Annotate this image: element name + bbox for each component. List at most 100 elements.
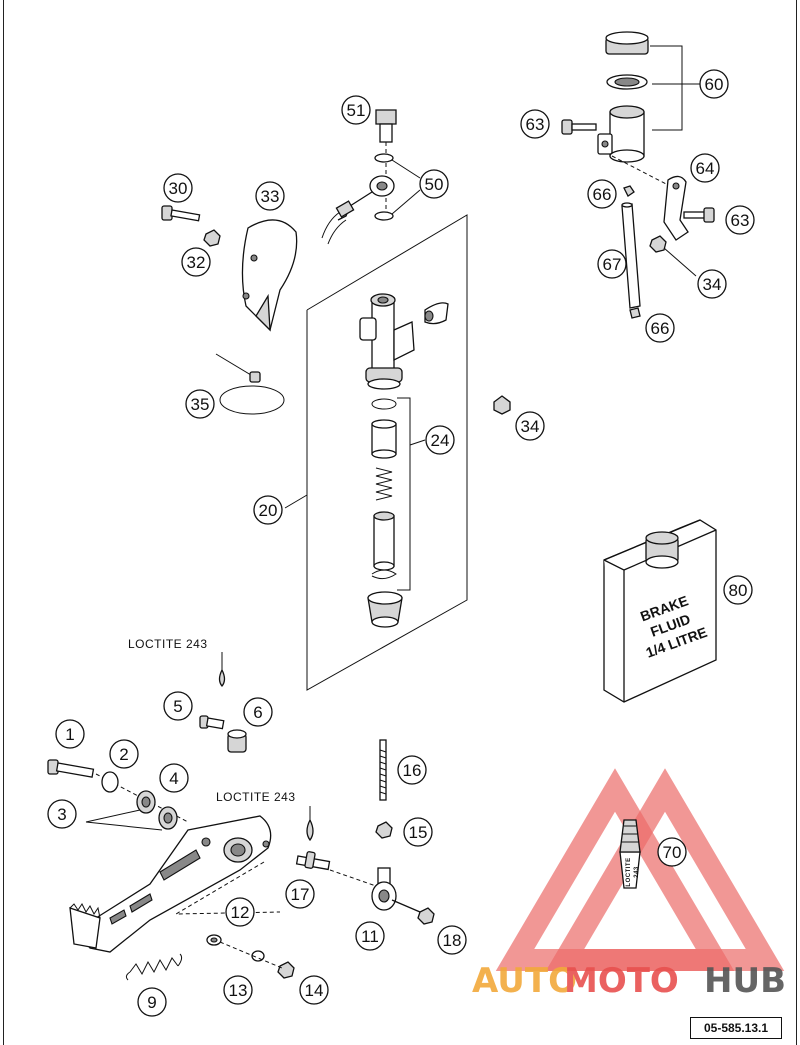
callout-11-label: 11 <box>361 927 379 946</box>
watermark-text-moto: MOTO <box>564 961 679 1001</box>
watermark-triangle-right <box>545 768 785 971</box>
callout-18[interactable]: 18 <box>437 925 467 955</box>
callout-18-label: 18 <box>443 931 462 950</box>
callout-35[interactable]: 35 <box>185 389 215 419</box>
callout-64[interactable]: 64 <box>690 153 720 183</box>
frame-right-border <box>796 0 797 1045</box>
callout-5[interactable]: 5 <box>163 691 193 721</box>
callout-70[interactable]: 70 <box>657 837 687 867</box>
bearing-4 <box>136 790 156 814</box>
callout-2-label: 2 <box>119 745 128 764</box>
cable-tie-35 <box>215 353 285 415</box>
callout-13[interactable]: 13 <box>223 975 253 1005</box>
loctite-label-lower: LOCTITE 243 <box>216 790 296 804</box>
callout-51[interactable]: 51 <box>341 95 371 125</box>
nut-15 <box>375 821 393 839</box>
watermark-text: AUTO MOTO HUB <box>472 961 786 1001</box>
callout-3-label: 3 <box>57 805 66 824</box>
leader-20 <box>284 494 308 509</box>
callout-66[interactable]: 66 <box>587 179 617 209</box>
callout-16[interactable]: 16 <box>397 755 427 785</box>
callout-34-label: 34 <box>703 275 722 294</box>
bolt-30 <box>161 205 201 222</box>
washer-2 <box>101 771 119 793</box>
callout-5-label: 5 <box>173 697 182 716</box>
callout-15[interactable]: 15 <box>403 817 433 847</box>
callout-3[interactable]: 3 <box>47 799 77 829</box>
nut-34-bracket <box>649 235 667 253</box>
callout-64-label: 64 <box>696 159 715 178</box>
assembly-outline-20 <box>306 214 468 691</box>
brake-line-banjo <box>321 175 395 245</box>
callout-34-label: 34 <box>521 417 540 436</box>
loctite-drop-lower <box>306 818 314 842</box>
nut-18 <box>417 907 435 925</box>
loctite-drop-upper <box>218 668 226 688</box>
watermark-text-hub: HUB <box>704 961 786 1001</box>
return-spring-9 <box>125 953 183 981</box>
callout-16-label: 16 <box>403 761 422 780</box>
brake-pedal-lever <box>69 815 272 953</box>
callout-67[interactable]: 67 <box>597 249 627 279</box>
master-cylinder-body <box>359 293 449 390</box>
callout-34[interactable]: 34 <box>697 269 727 299</box>
callout-9[interactable]: 9 <box>137 987 167 1017</box>
callout-34[interactable]: 34 <box>515 411 545 441</box>
watermark-text-auto: AUTO <box>472 961 577 1001</box>
callout-2[interactable]: 2 <box>109 739 139 769</box>
watermark-logo <box>495 768 785 971</box>
callout-4[interactable]: 4 <box>159 763 189 793</box>
callout-63[interactable]: 63 <box>725 205 755 235</box>
tube-number: 243 <box>634 866 640 878</box>
bracket-24 <box>397 397 411 591</box>
callout-67-label: 67 <box>603 255 622 274</box>
brake-fluid-bottle: BRAKE FLUID 1/4 LITRE <box>603 519 717 703</box>
callout-12[interactable]: 12 <box>225 897 255 927</box>
callout-6-label: 6 <box>253 703 262 722</box>
dust-boot <box>367 591 403 628</box>
callout-66-label: 66 <box>593 185 612 204</box>
callout-24[interactable]: 24 <box>425 425 455 455</box>
clamp-66-bottom <box>629 307 641 319</box>
callouts: 60 63 51 50 64 66 63 30 33 32 67 34 66 3… <box>47 69 755 1017</box>
callout-35-label: 35 <box>191 395 210 414</box>
callout-30[interactable]: 30 <box>163 173 193 203</box>
tube-brand: LOCTITE <box>626 857 632 886</box>
callout-33[interactable]: 33 <box>255 181 285 211</box>
callout-17[interactable]: 17 <box>285 879 315 909</box>
callout-70-label: 70 <box>663 843 682 862</box>
screw-5 <box>199 715 225 730</box>
callout-1[interactable]: 1 <box>55 719 85 749</box>
stud-17 <box>295 851 331 871</box>
bolt-63-reservoir <box>561 119 597 135</box>
nut-14 <box>277 961 295 979</box>
loctite-label-upper: LOCTITE 243 <box>128 637 208 651</box>
callout-60[interactable]: 60 <box>699 69 729 99</box>
callout-20-label: 20 <box>259 501 278 520</box>
reservoir-body <box>597 105 645 163</box>
callout-66[interactable]: 66 <box>645 313 675 343</box>
nut-34-cylinder <box>493 395 511 415</box>
callout-50[interactable]: 50 <box>419 169 449 199</box>
callout-17-label: 17 <box>291 885 310 904</box>
callout-15-label: 15 <box>409 823 428 842</box>
piston <box>373 511 395 571</box>
callout-11[interactable]: 11 <box>355 921 385 951</box>
heel-guard-33 <box>241 219 298 332</box>
callout-14-label: 14 <box>305 981 324 1000</box>
callout-80[interactable]: 80 <box>723 575 753 605</box>
callout-14[interactable]: 14 <box>299 975 329 1005</box>
callout-6[interactable]: 6 <box>243 697 273 727</box>
frame-left-border <box>3 0 4 1045</box>
leader-24 <box>409 439 426 446</box>
callout-63[interactable]: 63 <box>520 109 550 139</box>
callout-13-label: 13 <box>229 981 248 1000</box>
callout-32[interactable]: 32 <box>181 247 211 277</box>
callout-51-label: 51 <box>347 101 366 120</box>
clamp-66-top <box>623 185 635 197</box>
callout-24-label: 24 <box>431 431 450 450</box>
callout-20[interactable]: 20 <box>253 495 283 525</box>
callout-4-label: 4 <box>169 769 178 788</box>
